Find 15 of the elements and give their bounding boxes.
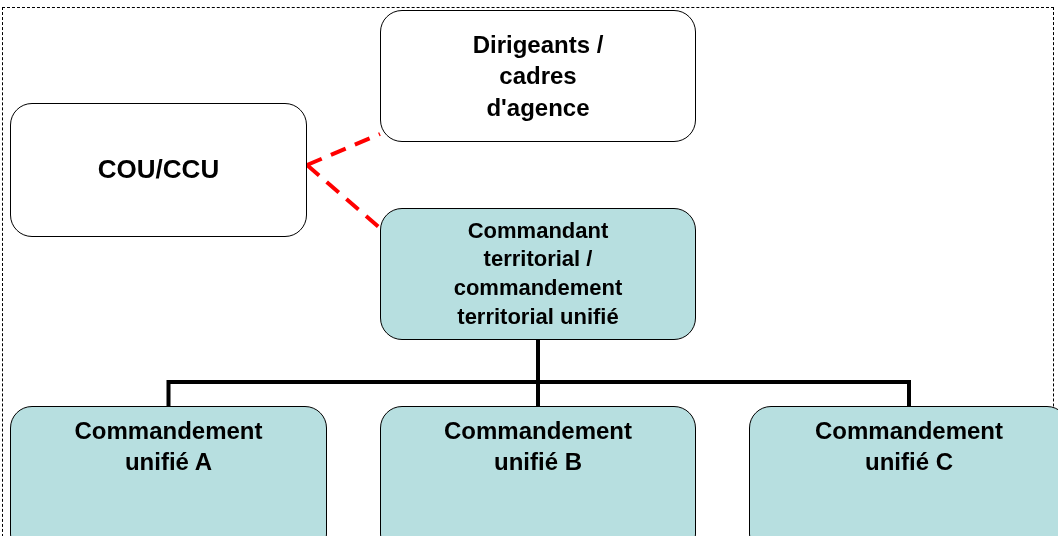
dashed-connector	[305, 163, 382, 230]
org-box	[10, 406, 327, 536]
box-label: Commandant territorial / commandement territorial unifié	[452, 216, 624, 331]
box-label: Dirigeants / cadres d'agence	[471, 30, 605, 123]
box-label: COU/CCU	[97, 153, 220, 187]
box-label: Commandement unifié C	[814, 416, 1004, 478]
box-label: Commandement unifié B	[443, 416, 633, 478]
org-box	[380, 10, 696, 142]
org-box	[380, 208, 696, 340]
org-box	[380, 406, 696, 536]
org-box	[749, 406, 1058, 536]
dashed-connector	[306, 132, 381, 167]
connector-line	[536, 340, 911, 406]
box-label: Commandement unifié A	[73, 416, 264, 478]
org-box	[10, 103, 307, 237]
